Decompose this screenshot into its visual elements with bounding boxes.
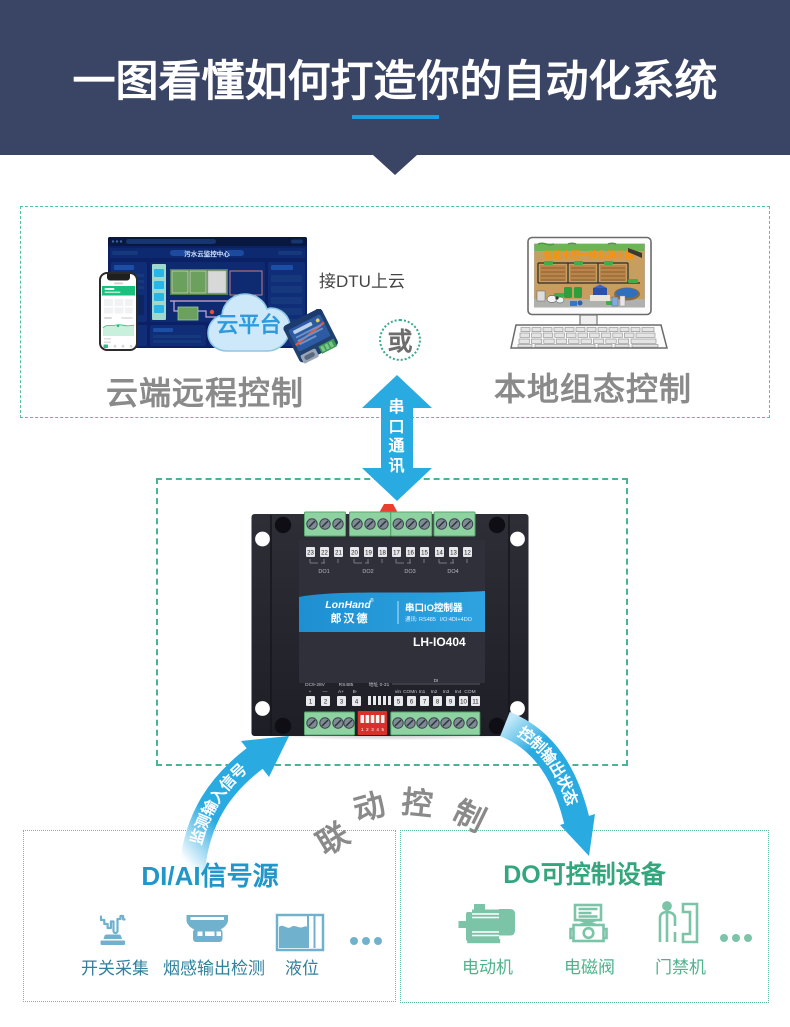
svg-text:云平台: 云平台 — [217, 312, 282, 337]
svg-text:—: — — [323, 690, 328, 695]
svg-text:智能水肥一体化演示器: 智能水肥一体化演示器 — [544, 249, 635, 260]
svg-text:通讯: RS485: 通讯: RS485 — [405, 615, 436, 623]
svg-text:vin: vin — [395, 689, 401, 695]
svg-text:20: 20 — [351, 551, 358, 557]
svg-text:16: 16 — [407, 551, 414, 557]
svg-text:7: 7 — [423, 700, 427, 706]
svg-text:LonHand: LonHand — [325, 599, 371, 611]
svg-text:DO2: DO2 — [362, 569, 373, 575]
svg-text:监测输入信号: 监测输入信号 — [186, 760, 250, 847]
svg-text:12: 12 — [464, 551, 471, 557]
svg-text:COM: COM — [464, 689, 475, 695]
svg-text:串口IO控制器: 串口IO控制器 — [405, 602, 463, 614]
svg-text:DI: DI — [434, 678, 439, 684]
svg-text:I/O:4DI+4DO: I/O:4DI+4DO — [440, 617, 473, 623]
svg-text:控制输出状态: 控制输出状态 — [515, 722, 583, 808]
svg-text:®: ® — [370, 597, 374, 604]
svg-text:+: + — [309, 690, 312, 695]
svg-text:地址 0-31: 地址 0-31 — [369, 681, 390, 688]
svg-text:A+: A+ — [338, 689, 344, 695]
svg-text:4: 4 — [355, 700, 359, 706]
svg-text:DO1: DO1 — [318, 569, 329, 575]
svg-text:2: 2 — [366, 727, 369, 732]
svg-text:4: 4 — [376, 727, 379, 732]
svg-text:In2: In2 — [431, 689, 438, 695]
svg-text:In4: In4 — [455, 689, 462, 695]
svg-text:1: 1 — [361, 727, 364, 732]
svg-text:5: 5 — [381, 727, 384, 732]
svg-text:21: 21 — [335, 551, 342, 557]
svg-text:DO4: DO4 — [447, 569, 458, 575]
svg-text:8: 8 — [436, 700, 440, 706]
svg-text:DO3: DO3 — [404, 569, 415, 575]
svg-text:5: 5 — [397, 700, 401, 706]
svg-text:18: 18 — [379, 551, 386, 557]
svg-text:B-: B- — [353, 689, 358, 695]
svg-text:2: 2 — [324, 700, 328, 706]
svg-text:15: 15 — [421, 551, 428, 557]
svg-text:11: 11 — [472, 700, 479, 706]
svg-text:9: 9 — [449, 700, 453, 706]
svg-text:23: 23 — [307, 551, 314, 557]
svg-text:In3: In3 — [443, 689, 450, 695]
svg-text:3: 3 — [371, 727, 374, 732]
svg-text:LH-IO404: LH-IO404 — [413, 635, 466, 649]
svg-text:1: 1 — [309, 700, 313, 706]
svg-text:17: 17 — [393, 551, 400, 557]
svg-text:COMn: COMn — [403, 689, 417, 695]
svg-text:22: 22 — [321, 551, 328, 557]
svg-text:14: 14 — [436, 551, 443, 557]
svg-text:郎汉德: 郎汉德 — [331, 611, 370, 625]
svg-text:3: 3 — [340, 700, 344, 706]
svg-text:DC9-28V: DC9-28V — [305, 682, 326, 688]
svg-text:In1: In1 — [419, 689, 426, 695]
svg-text:污水云监控中心: 污水云监控中心 — [184, 249, 230, 258]
svg-text:10: 10 — [460, 700, 467, 706]
svg-text:6: 6 — [410, 700, 414, 706]
svg-text:RS485: RS485 — [339, 682, 354, 688]
svg-text:19: 19 — [365, 551, 372, 557]
svg-text:13: 13 — [450, 551, 457, 557]
